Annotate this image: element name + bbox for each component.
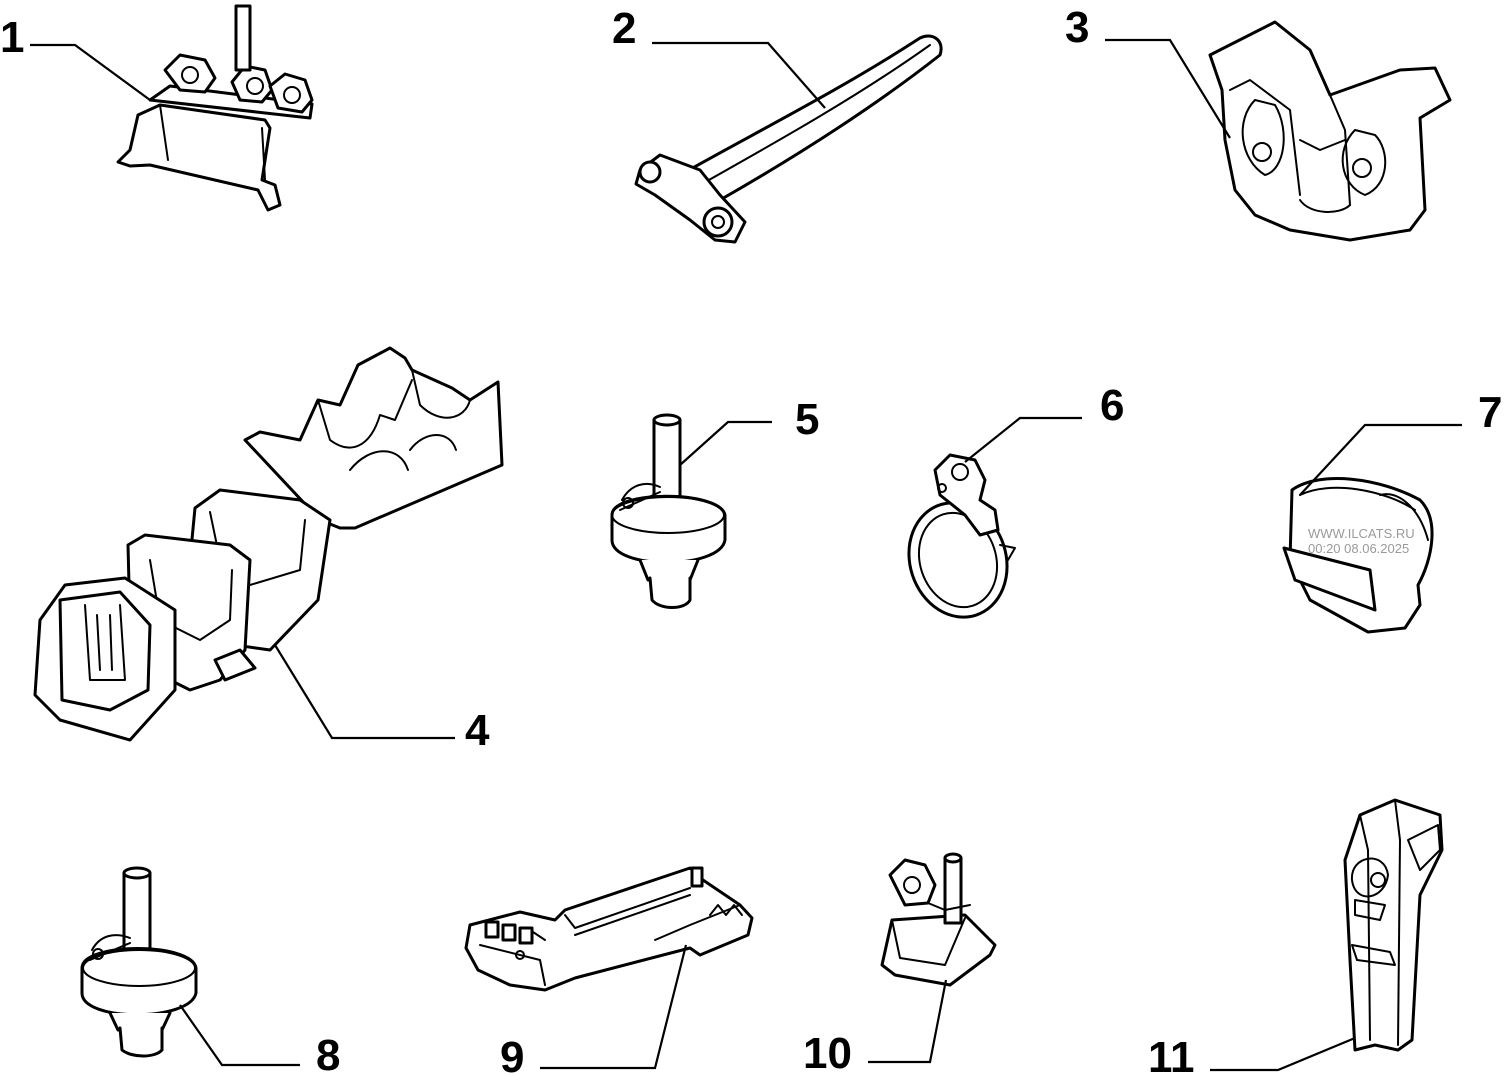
callout-1: 1 (0, 13, 151, 101)
part-2-drawing (634, 34, 943, 244)
callout-11: 11 (1148, 1033, 1356, 1075)
callout-4: 4 (274, 644, 490, 755)
watermark-line1: WWW.ILCATS.RU (1308, 526, 1415, 541)
callout-10-label: 10 (803, 1029, 852, 1075)
callout-7-label: 7 (1478, 388, 1502, 437)
part-11-drawing (1343, 798, 1444, 1052)
part-6-drawing (907, 453, 1016, 619)
callout-6: 6 (964, 381, 1124, 463)
part-8-drawing (80, 866, 198, 1058)
callout-6-label: 6 (1100, 381, 1124, 430)
callout-8-label: 8 (316, 1031, 340, 1075)
callout-3-label: 3 (1065, 3, 1089, 52)
watermark-line2: 00:20 08.06.2025 (1308, 541, 1409, 556)
callout-7: 7 (1299, 388, 1502, 496)
callout-4-label: 4 (465, 706, 490, 755)
callout-5: 5 (679, 395, 819, 466)
callout-5-label: 5 (795, 395, 819, 444)
part-4-drawing (33, 346, 504, 742)
callout-1-label: 1 (0, 13, 24, 62)
callout-2-label: 2 (612, 4, 636, 53)
part-9-drawing (464, 866, 754, 992)
part-7-drawing (1282, 477, 1434, 634)
part-5-drawing (610, 413, 727, 609)
callout-9: 9 (500, 944, 688, 1075)
callout-8: 8 (179, 1004, 340, 1075)
callout-10: 10 (803, 979, 948, 1075)
callout-11-label: 11 (1148, 1033, 1195, 1075)
watermark: WWW.ILCATS.RU 00:20 08.06.2025 (1308, 526, 1415, 556)
part-1-drawing (116, 4, 314, 212)
callout-3: 3 (1065, 3, 1231, 139)
part-10-drawing (880, 852, 997, 987)
callout-9-label: 9 (500, 1033, 524, 1075)
part-3-drawing (1208, 20, 1452, 242)
callout-2: 2 (612, 4, 826, 109)
